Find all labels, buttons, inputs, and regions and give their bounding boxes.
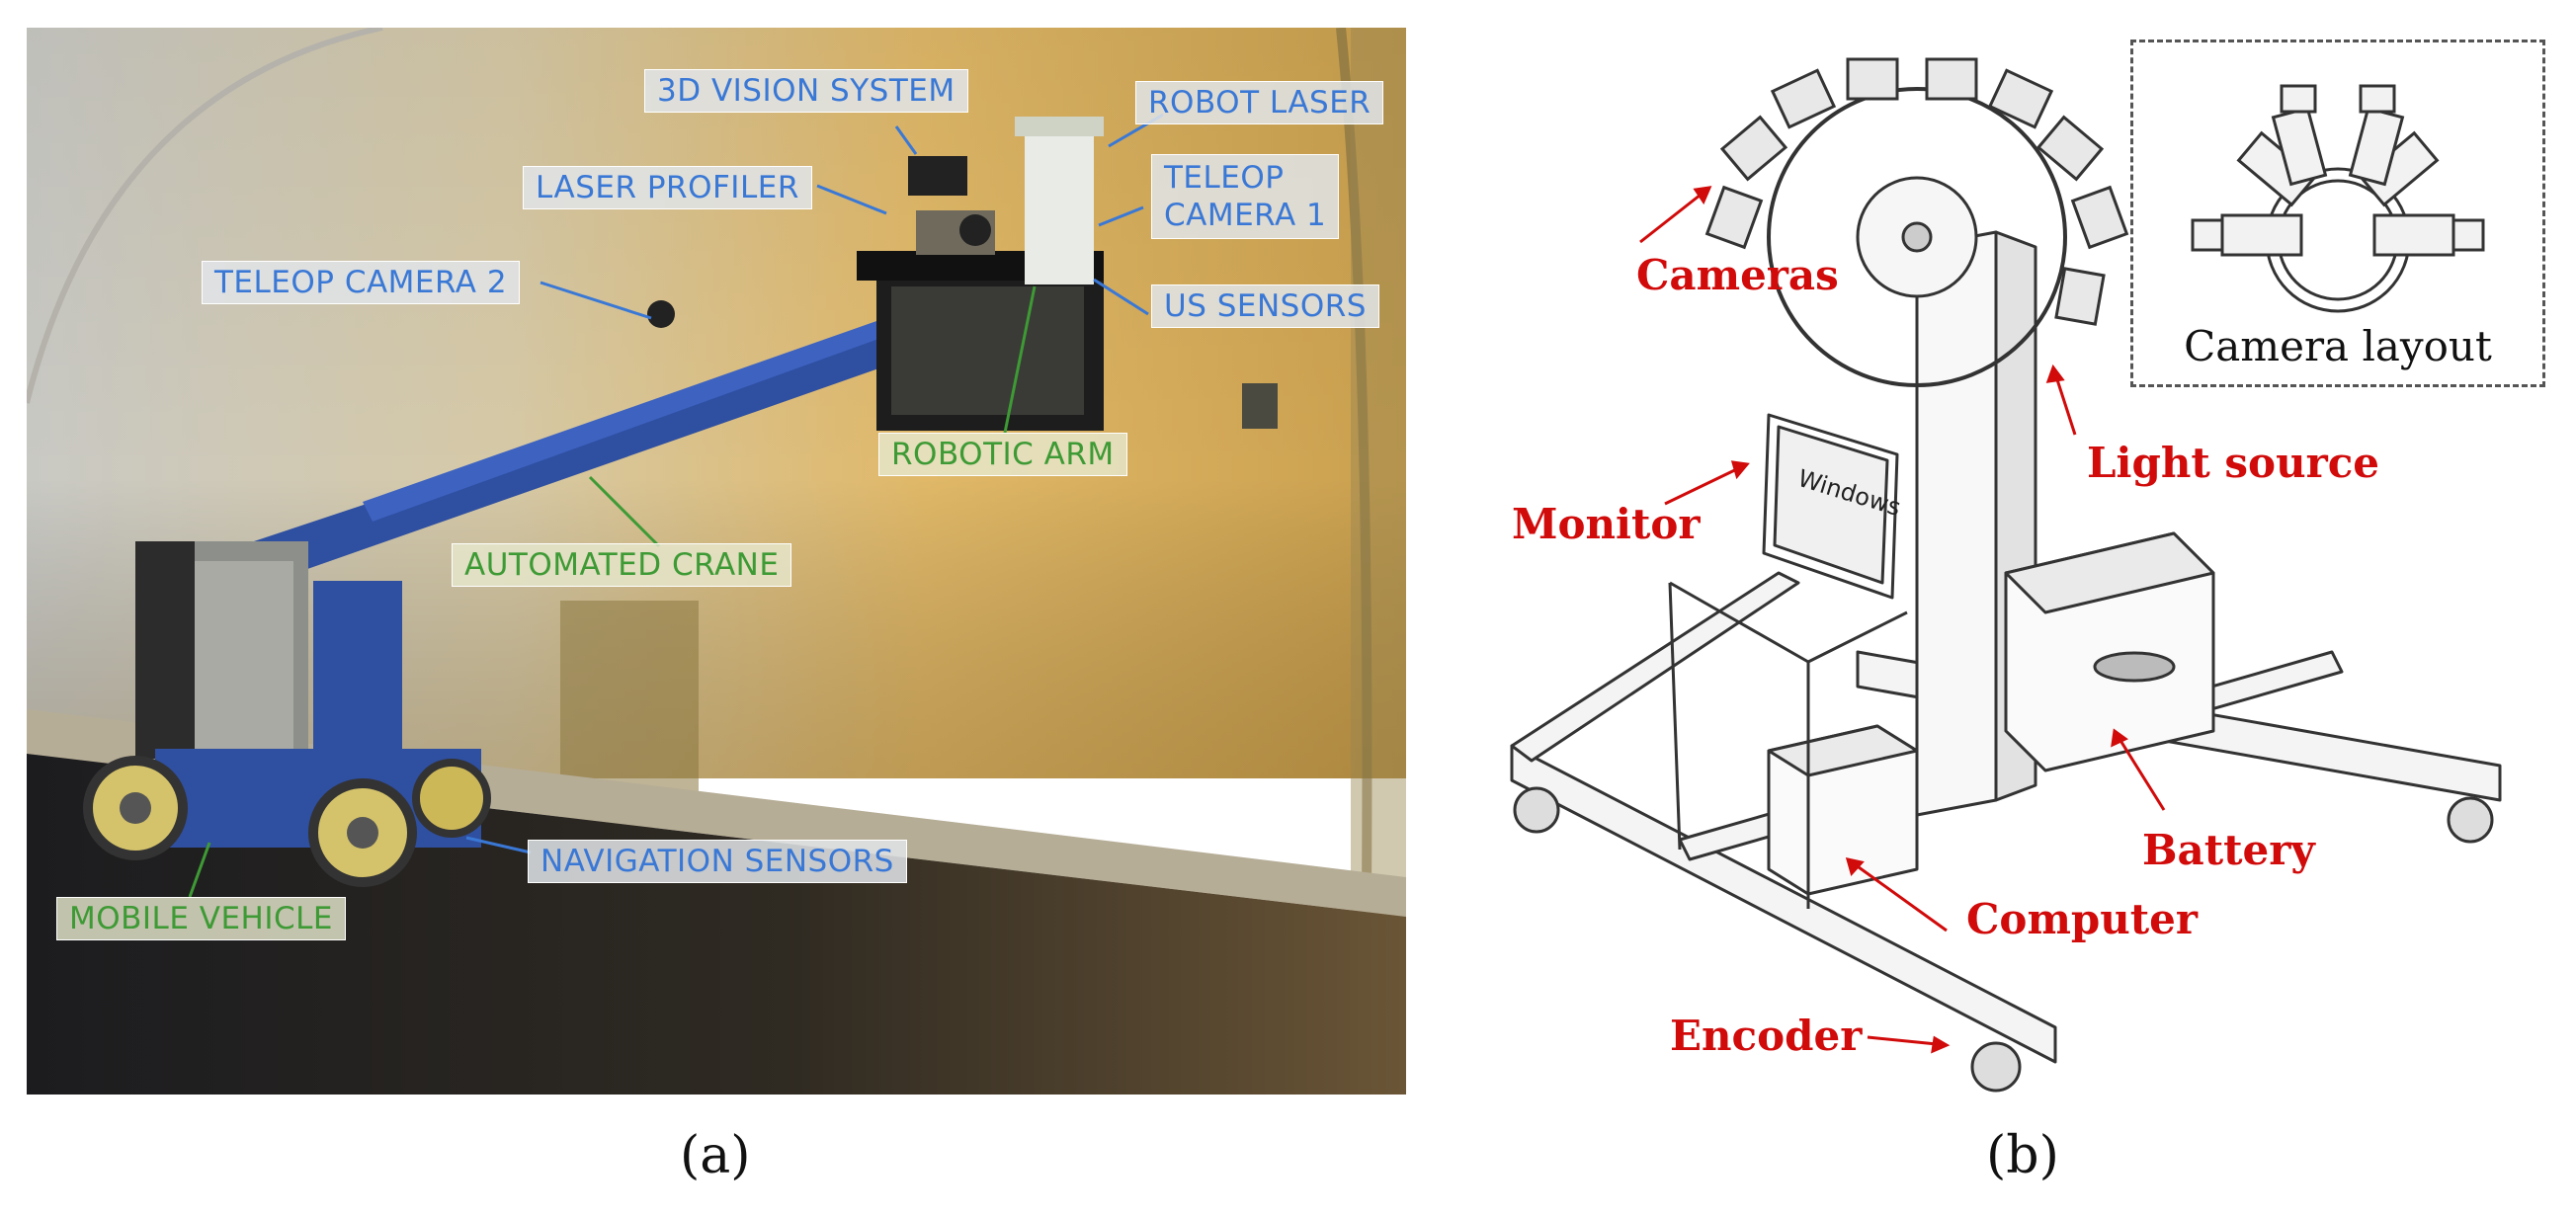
camera-ring bbox=[1767, 87, 2067, 387]
caster-wheel bbox=[2447, 796, 2494, 844]
inspection-cart-drawing bbox=[1510, 57, 2502, 1093]
base-rail-left bbox=[1510, 571, 1800, 763]
label-automated-crane: AUTOMATED CRANE bbox=[452, 543, 792, 587]
label-monitor: Monitor bbox=[1512, 500, 1701, 548]
camera-layout-inset: Camera layout bbox=[2130, 40, 2545, 387]
label-mobile-vehicle: MOBILE VEHICLE bbox=[56, 897, 347, 940]
wheel bbox=[412, 759, 491, 838]
caster-wheel bbox=[1513, 786, 1560, 834]
label-light-source: Light source bbox=[2087, 439, 2380, 487]
caster-wheel bbox=[1970, 1041, 2022, 1093]
label-robot-laser: ROBOT LASER bbox=[1135, 81, 1384, 124]
camera-layout-caption: Camera layout bbox=[2184, 322, 2492, 370]
caption-b: (b) bbox=[1986, 1126, 2059, 1185]
label-battery: Battery bbox=[2142, 826, 2315, 874]
wall-box bbox=[1242, 383, 1278, 429]
mast bbox=[1915, 230, 1998, 817]
label-robotic-arm: ROBOTIC ARM bbox=[878, 433, 1127, 476]
label-encoder: Encoder bbox=[1670, 1012, 1863, 1060]
panel-b-drawing: Windows Camera layout Cameras Light sour… bbox=[1482, 20, 2559, 1116]
label-teleop-camera-1: TELEOP CAMERA 1 bbox=[1151, 154, 1340, 239]
panel-a-photo: 3D VISION SYSTEM ROBOT LASER LASER PROFI… bbox=[27, 28, 1406, 1095]
label-us-sensors: US SENSORS bbox=[1151, 284, 1379, 328]
label-navigation-sensors: NAVIGATION SENSORS bbox=[528, 840, 907, 883]
label-teleop-camera-2: TELEOP CAMERA 2 bbox=[202, 261, 521, 304]
tunnel-arch bbox=[27, 28, 383, 404]
mobile-vehicle-graphic bbox=[83, 541, 491, 887]
green-callout-lines bbox=[188, 285, 1037, 898]
teleop-camera-2-graphic bbox=[647, 300, 675, 328]
base-rail-front bbox=[1510, 744, 2057, 1064]
tunnel-photo bbox=[27, 28, 1406, 1095]
camera-heads bbox=[1704, 57, 2129, 326]
label-cameras: Cameras bbox=[1636, 251, 1839, 299]
red-callout-arrows bbox=[1639, 186, 2166, 1054]
camera-layout-diagram bbox=[2191, 84, 2485, 313]
caption-a: (a) bbox=[680, 1126, 751, 1185]
label-computer: Computer bbox=[1966, 895, 2199, 943]
label-3d-vision-system: 3D VISION SYSTEM bbox=[644, 69, 968, 113]
blue-callout-lines bbox=[465, 113, 1164, 854]
label-laser-profiler: LASER PROFILER bbox=[523, 166, 812, 209]
